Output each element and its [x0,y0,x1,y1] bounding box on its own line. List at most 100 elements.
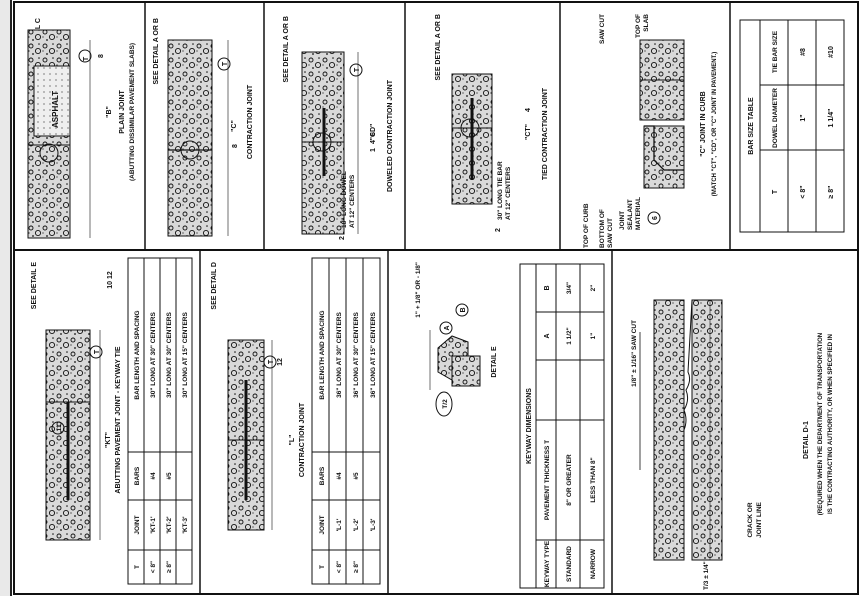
contraction-slab [167,39,213,237]
tied-bar-length: 30" LONG TIE BAR [497,161,504,220]
bar-size-cell: ≥ 8" [828,186,835,199]
keyway-table-title: KEYWAY DIMENSIONS [526,388,533,464]
plain-joint-code: "B" [106,106,113,118]
tied-code: "CT" [525,124,532,140]
l-cell: 'L-2' [353,518,360,531]
asphalt-slab [33,65,71,137]
detail-e-b: B [460,307,467,312]
curb-top-slab-a: TOP OF [635,14,642,38]
kt-cell: 'KT-3' [182,516,189,534]
detail-e-dimension: 1" + 1/8" OR - 1/8" [415,262,422,318]
l-see-label: SEE DETAIL D [211,262,218,310]
kt-cell: 30" LONG AT 15" CENTERS [182,312,189,398]
detail-d-slab-upper [653,299,685,561]
kt-notes: 10 12 [107,271,114,289]
kt-header: BAR LENGTH AND SPACING [134,310,141,399]
curb-bottom-a: BOTTOM OF [599,209,606,248]
keyway-cell: 1" [590,333,597,340]
doweled-t-marker: T [354,67,361,72]
curb-sealant-a: JOINT [619,211,626,230]
curb-joint-detail: SAW CUT TOP OF SLAB TOP OF CURB BOTTOM O… [583,14,718,248]
detail-d-saw-cut: 1/8" ± 1/16" SAW CUT [631,320,638,387]
l-cell: 'L-1' [336,518,343,531]
keyway-cell: 3/4" [566,282,573,294]
curb-sealant-b: SEALANT [627,199,634,230]
bar-size-title: BAR SIZE TABLE [748,97,755,155]
doweled-bar-note: 2 [339,236,346,240]
detail-e-title: DETAIL E [491,346,498,378]
l-contraction-joint-detail: SEE DETAIL D T 12 "L" CONTRACTION JOINT … [211,257,381,585]
kt-header: BARS [134,466,141,485]
bar-size-cell: 1" [800,114,807,121]
contraction-see-label: SEE DETAIL A OR B [153,18,160,85]
detail-d-crack-b: JOINT LINE [756,501,763,537]
tied-joint-detail: SEE DETAIL A OR B 2 30" LONG TIE BAR AT … [435,14,549,232]
contraction-title: CONTRACTION JOINT [247,84,254,159]
kt-cell: ≥ 8" [166,561,173,573]
detail-d-title: DETAIL D-1 [803,421,810,459]
bar-size-cell: #8 [800,48,807,56]
doweled-joint-detail: SEE DETAIL A OR B T 2 18" LONG DOWEL AT … [283,16,394,240]
bar-size-cell: #10 [828,46,835,58]
l-cell: #4 [336,472,343,480]
l-code: "L" [289,435,296,446]
detail-e-t2: T/2 [442,399,449,409]
curb-sealant-c: MATERIAL [635,197,642,230]
curb-subtitle: (MATCH "CT", "CD", OR "C" JOINT IN PAVEM… [712,52,718,196]
detail-d-note-b: IS THE CONTRACTING AUTHORITY, OR WHEN SP… [827,334,834,514]
bar-size-cell: < 8" [800,185,807,198]
sheet-frame [13,1,859,595]
kt-cell: #4 [150,472,157,480]
keyway-header: PAVEMENT THICKNESS T [544,440,551,520]
contraction-note: 8 [232,144,239,148]
contraction-joint-detail: SEE DETAIL A OR B T "C" 8 CONTRACTION JO… [153,18,254,237]
asphalt-label: ASPHALT [51,91,60,128]
keyway-tie-joint-detail: SEE DETAIL E 11 T "KT" ABUTTING PAVEMENT… [31,257,193,585]
l-header: BAR LENGTH AND SPACING [319,310,326,399]
l-cell: < 8" [336,561,343,573]
kt-cell: 30" LONG AT 30" CENTERS [150,312,157,398]
l-header: JOINT [319,515,326,534]
kt-title: ABUTTING PAVEMENT JOINT - KEYWAY TIE [115,346,122,493]
keyway-header: B [544,285,551,290]
curb-saw-cut-label: SAW CUT [599,14,606,44]
curb-note: 6 [652,216,659,220]
keyway-cell: LESS THAN 8" [590,457,597,502]
doweled-title: DOWELED CONTRACTION JOINT [387,79,394,192]
tied-title: TIED CONTRACTION JOINT [542,87,549,180]
l-title: CONTRACTION JOINT [299,402,306,477]
kt-note: 11 [56,424,63,431]
sheet-edge-strip [0,0,12,596]
doweled-see-label: SEE DETAIL A OR B [283,16,290,83]
keyway-cell: 8" OR GREATER [566,454,573,506]
doweled-code: "CD" [370,124,377,141]
plain-joint-title: PLAIN JOINT [119,89,126,133]
l-header: BARS [319,466,326,485]
detail-d-note-a: (REQUIRED WHEN THE DEPARTMENT OF TRANSPO… [817,332,824,515]
contraction-t-marker: T [222,61,229,66]
keyway-cell: NARROW [590,548,597,579]
detail-d-crack-a: CRACK OR [747,502,754,537]
detail-e-a: A [444,325,451,330]
bar-size-header-t: T [772,189,779,194]
kt-cell: #5 [166,472,173,480]
contraction-code: "C" [231,120,238,132]
detail-e: 1" + 1/8" OR - 1/8" B A T/2 DETAIL E KEY… [415,262,605,589]
l-note: 12 [277,358,284,366]
tied-note: 4 [525,108,532,112]
l-cell: 36" LONG AT 30" CENTERS [353,312,360,398]
curb-top-slab-b: SLAB [643,14,650,32]
kt-code: "KT" [105,432,112,448]
l-cell: #5 [353,472,360,480]
l-t-marker: T [268,359,275,364]
plain-joint-t-marker: T [83,56,90,61]
curb-slab-lower [643,125,685,189]
kt-header: JOINT [134,515,141,534]
bar-size-header-tie: TIE BAR SIZE [772,30,779,73]
tied-see-label: SEE DETAIL A OR B [435,14,442,81]
tied-bar-spacing: AT 12" CENTERS [505,166,512,220]
curb-top-curb-label: TOP OF CURB [583,203,590,248]
keyway-cell: 1 1/2" [566,327,573,345]
